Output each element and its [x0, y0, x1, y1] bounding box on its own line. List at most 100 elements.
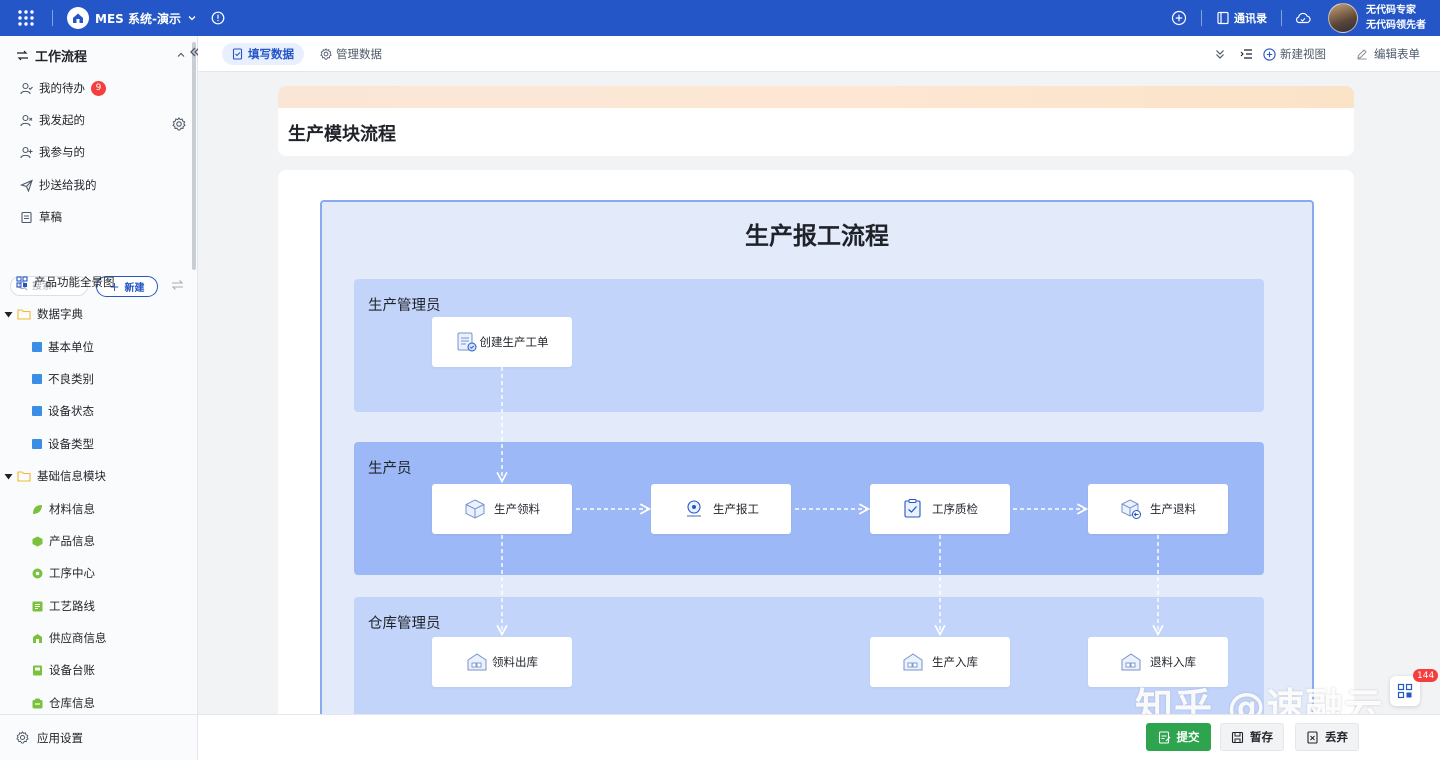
app-switcher[interactable]: MES 系统-演示 [67, 7, 197, 29]
new-view-label: 新建视图 [1280, 47, 1326, 61]
tab-fill-data[interactable]: 填写数据 [222, 42, 304, 65]
route-list-icon [32, 601, 43, 612]
tree-folder-basic-info[interactable]: 基础信息模块 [4, 466, 106, 486]
todo-count-badge: 9 [91, 80, 106, 96]
info-icon[interactable] [211, 11, 225, 25]
cloud-icon[interactable] [1294, 11, 1312, 25]
divider [1281, 10, 1282, 26]
form-edit-icon [232, 47, 244, 60]
caret-down-icon [4, 472, 13, 481]
node-label: 领料出库 [492, 655, 538, 669]
tree-item-supplier[interactable]: 供应商信息 [32, 628, 107, 648]
tree-item-label: 基本单位 [48, 340, 94, 354]
tab-manage-data[interactable]: 管理数据 [310, 43, 392, 65]
new-view-button[interactable]: 新建视图 [1263, 46, 1326, 62]
tree-item-device-type[interactable]: 设备类型 [32, 434, 94, 454]
form-icon [32, 406, 42, 416]
app-grid-icon[interactable] [0, 0, 52, 36]
node-process-qc[interactable]: 工序质检 [870, 484, 1010, 534]
tree-item-material[interactable]: 材料信息 [32, 499, 95, 519]
tree-item-routing[interactable]: 工艺路线 [32, 596, 95, 616]
contacts-button[interactable]: 通讯录 [1216, 10, 1267, 26]
tree-item-unit[interactable]: 基本单位 [32, 337, 94, 357]
chevron-up-icon[interactable] [176, 50, 186, 60]
contacts-label: 通讯录 [1234, 12, 1267, 25]
sidebar-item-cc[interactable]: 抄送给我的 [20, 175, 97, 195]
avatar[interactable] [1328, 3, 1358, 33]
sidebar-item-my-todo[interactable]: 我的待办 9 [20, 78, 106, 98]
divider [52, 10, 53, 26]
tree-item-warehouse[interactable]: 仓库信息 [32, 693, 95, 713]
app-settings-button[interactable]: 应用设置 [0, 714, 197, 760]
form-header-card: 生产模块流程 [278, 86, 1354, 156]
node-production-report[interactable]: 生产报工 [651, 484, 791, 534]
user-info: 无代码专家 无代码领先者 [1366, 3, 1426, 33]
lane-title: 生产员 [368, 461, 412, 477]
tree-item-label: 不良类别 [48, 372, 94, 386]
node-production-return[interactable]: 生产退料 [1088, 484, 1228, 534]
tree-item-product[interactable]: 产品信息 [32, 531, 95, 551]
node-picking-outbound[interactable]: 领料出库 [432, 637, 572, 687]
double-chevron-down-icon[interactable] [1214, 48, 1226, 60]
sidebar-scrollbar[interactable] [192, 42, 196, 270]
node-label: 工序质检 [932, 502, 978, 516]
submit-button[interactable]: 提交 [1146, 723, 1211, 751]
tree-folder-data-dictionary[interactable]: 数据字典 [4, 304, 83, 324]
edit-form-label: 编辑表单 [1374, 47, 1420, 61]
search-input[interactable] [32, 280, 82, 292]
discard-label: 丢弃 [1325, 730, 1348, 744]
create-order-icon [456, 331, 478, 353]
plus-icon: + [109, 279, 120, 294]
tree-item-label: 产品功能全景图 [34, 275, 115, 289]
sidebar-item-label: 我参与的 [39, 145, 85, 159]
tree-item-process-center[interactable]: 工序中心 [32, 563, 95, 583]
sidebar-item-label: 草稿 [39, 210, 62, 224]
sidebar-item-initiated[interactable]: 我发起的 [20, 110, 85, 130]
sidebar-item-label: 抄送给我的 [39, 178, 97, 192]
tree-item-panorama[interactable]: 产品功能全景图 [16, 272, 115, 292]
form-footer: 提交 暂存 丢弃 [198, 714, 1440, 760]
form-icon [32, 342, 42, 352]
tree-item-label: 设备类型 [48, 437, 94, 451]
quality-check-icon [902, 498, 924, 520]
edit-form-button[interactable]: 编辑表单 [1356, 46, 1420, 62]
node-label: 退料入库 [1150, 655, 1196, 669]
tree-item-device-ledger[interactable]: 设备台账 [32, 660, 95, 680]
tab-label: 填写数据 [248, 46, 294, 61]
app-logo-icon [67, 7, 89, 29]
lane-title: 生产管理员 [368, 298, 441, 314]
gear-icon[interactable] [172, 117, 186, 131]
save-draft-button[interactable]: 暂存 [1220, 723, 1284, 751]
sidebar-item-participated[interactable]: 我参与的 [20, 142, 85, 162]
node-create-order[interactable]: 创建生产工单 [432, 317, 572, 367]
new-button[interactable]: + 新建 [96, 276, 158, 297]
discard-button[interactable]: 丢弃 [1295, 723, 1359, 751]
collapse-sidebar-icon[interactable] [188, 45, 202, 59]
list-indent-icon[interactable] [1240, 48, 1253, 60]
tree-item-label: 材料信息 [49, 502, 95, 516]
settings-gear-icon [16, 731, 29, 744]
caret-down-icon [4, 310, 13, 319]
add-circle-icon [1263, 47, 1276, 61]
material-box-icon [464, 498, 486, 520]
sidebar-item-label: 我的待办 [39, 81, 85, 95]
save-doc-icon [1231, 731, 1244, 744]
tree-item-label: 设备状态 [48, 404, 94, 418]
tree-item-defect[interactable]: 不良类别 [32, 369, 94, 389]
node-production-inbound[interactable]: 生产入库 [870, 637, 1010, 687]
save-label: 暂存 [1250, 730, 1273, 744]
form-title: 生产模块流程 [288, 124, 396, 145]
sidebar-item-drafts[interactable]: 草稿 [20, 207, 62, 227]
add-circle-icon[interactable] [1171, 10, 1187, 26]
swap-icon[interactable] [171, 279, 184, 291]
qr-scan-button[interactable] [1390, 676, 1420, 706]
submit-label: 提交 [1176, 730, 1200, 744]
user-send-icon [20, 114, 33, 127]
workflow-header[interactable]: 工作流程 [16, 44, 186, 66]
node-production-picking[interactable]: 生产领料 [432, 484, 572, 534]
app-title: MES 系统-演示 [95, 11, 181, 26]
tree-item-device-status[interactable]: 设备状态 [32, 401, 94, 421]
folder-icon [17, 308, 31, 320]
node-return-restock[interactable]: 退料入库 [1088, 637, 1228, 687]
workflow-icon [16, 49, 29, 62]
